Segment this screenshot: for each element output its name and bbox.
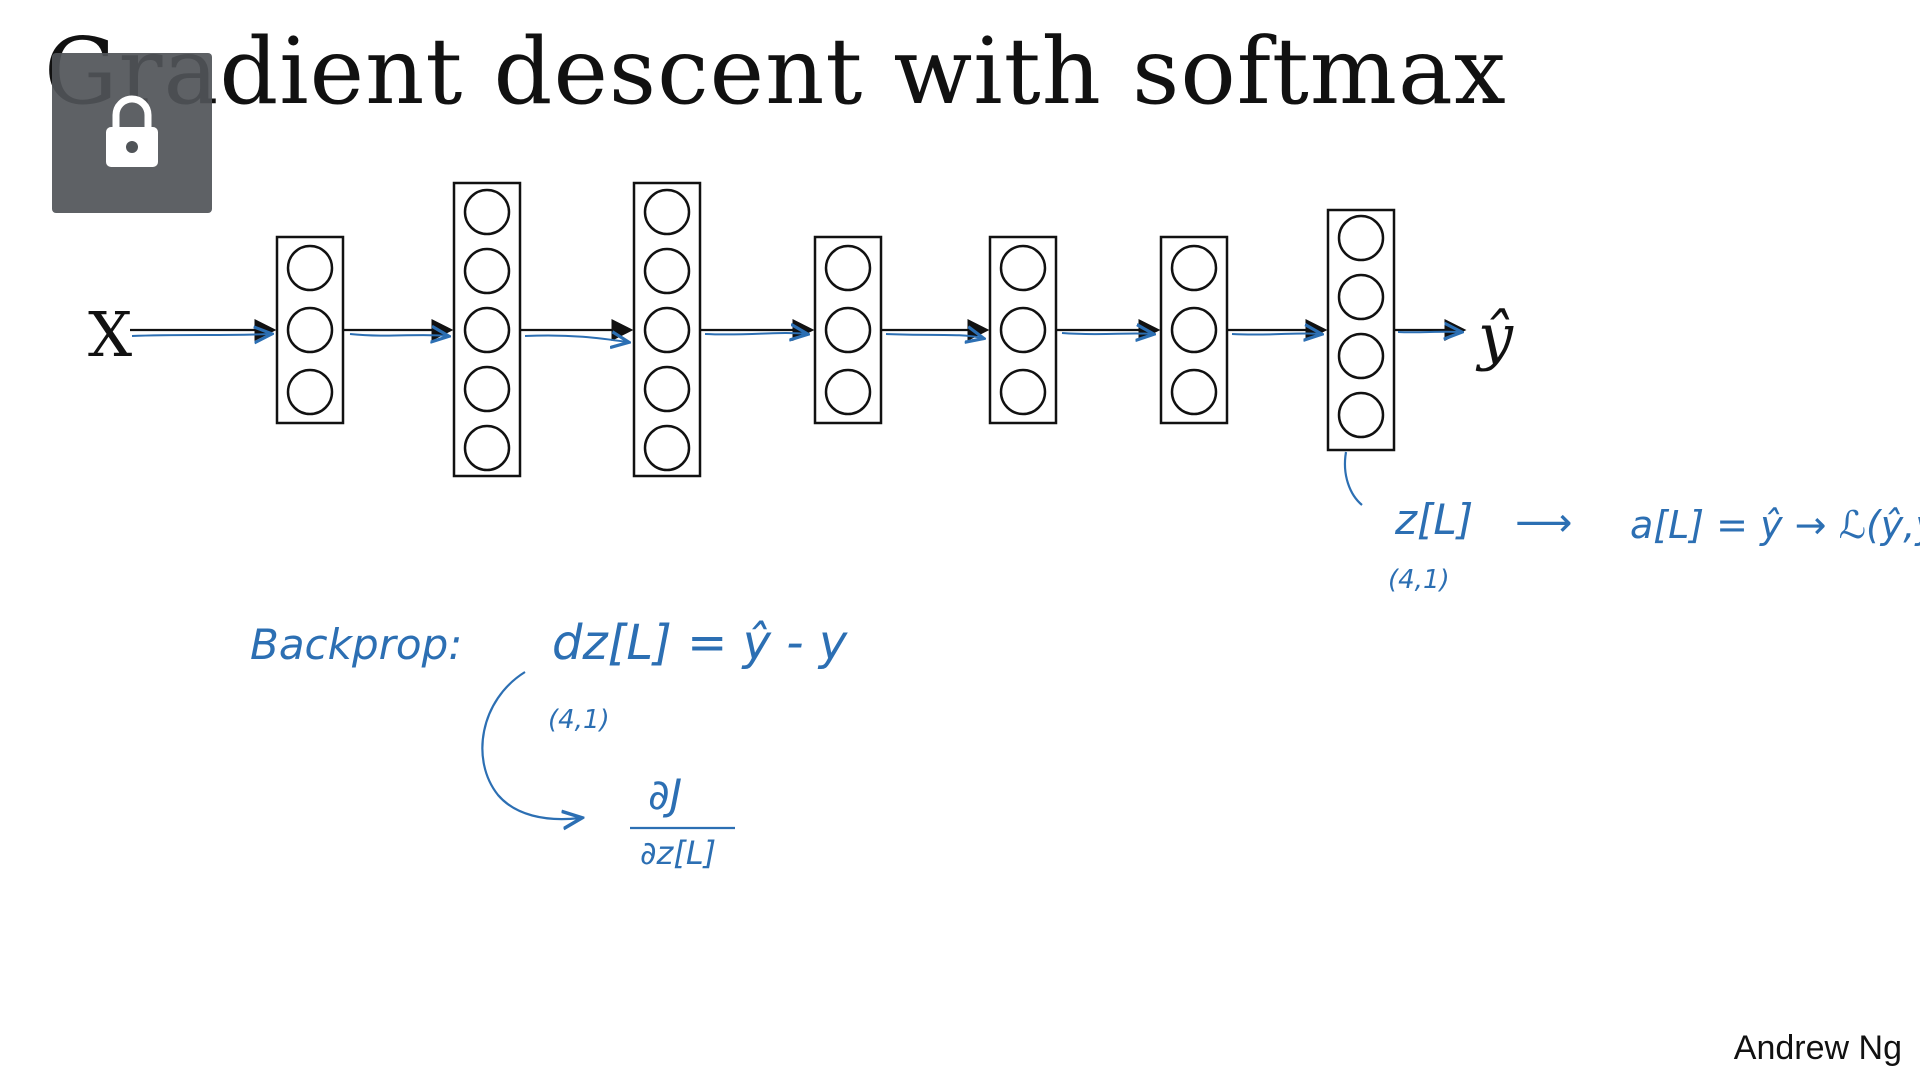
neuron [999, 244, 1047, 292]
neuron [643, 424, 691, 472]
backprop-curve-arrow [481, 671, 580, 819]
layer-5 [988, 235, 1058, 425]
neuron [643, 365, 691, 413]
neuron [1170, 368, 1218, 416]
neuron [1337, 214, 1385, 262]
neuron [1337, 391, 1385, 439]
neuron [463, 306, 511, 354]
arrow-annotation: ⟶ [1515, 500, 1573, 546]
slide-title: Gradient descent with softmax [44, 18, 1507, 125]
neuron [643, 188, 691, 236]
z-dims-annotation: (4,1) [1388, 565, 1450, 595]
layer-6 [1159, 235, 1229, 425]
neuron [286, 368, 334, 416]
layer-3 [632, 181, 702, 478]
input-label-x: X [88, 298, 133, 371]
partial-numerator: ∂J [648, 770, 683, 819]
layer-4 [813, 235, 883, 425]
author-credit: Andrew Ng [1733, 1029, 1902, 1067]
activation-chain-annotation: a[L] = ŷ → ℒ(ŷ,y) [1630, 503, 1920, 547]
neuron [643, 247, 691, 295]
layer-2 [452, 181, 522, 478]
backprop-label: Backprop: [250, 620, 463, 669]
neuron [1337, 273, 1385, 321]
neuron [1337, 332, 1385, 380]
z-L-annotation: z[L] [1395, 495, 1474, 544]
neuron [286, 306, 334, 354]
neuron [824, 368, 872, 416]
neuron [463, 247, 511, 295]
output-connector-stroke [1343, 451, 1363, 506]
layer-1 [275, 235, 345, 425]
neuron [463, 365, 511, 413]
neuron [824, 244, 872, 292]
neuron [463, 188, 511, 236]
lock-overlay[interactable] [52, 53, 212, 213]
dz-equation: dz[L] = ŷ - y [552, 615, 848, 671]
ink-overlay-arrows [131, 332, 1460, 342]
neuron [1170, 244, 1218, 292]
dz-dims-annotation: (4,1) [548, 705, 610, 735]
neuron [999, 368, 1047, 416]
partial-denominator: ∂z[L] [640, 834, 717, 872]
layer-output [1326, 208, 1396, 452]
neuron [999, 306, 1047, 354]
neuron [824, 306, 872, 354]
neuron [1170, 306, 1218, 354]
neuron [463, 424, 511, 472]
neuron [643, 306, 691, 354]
output-label-yhat: ŷ [1478, 300, 1514, 373]
lock-icon [106, 95, 158, 167]
neuron [286, 244, 334, 292]
